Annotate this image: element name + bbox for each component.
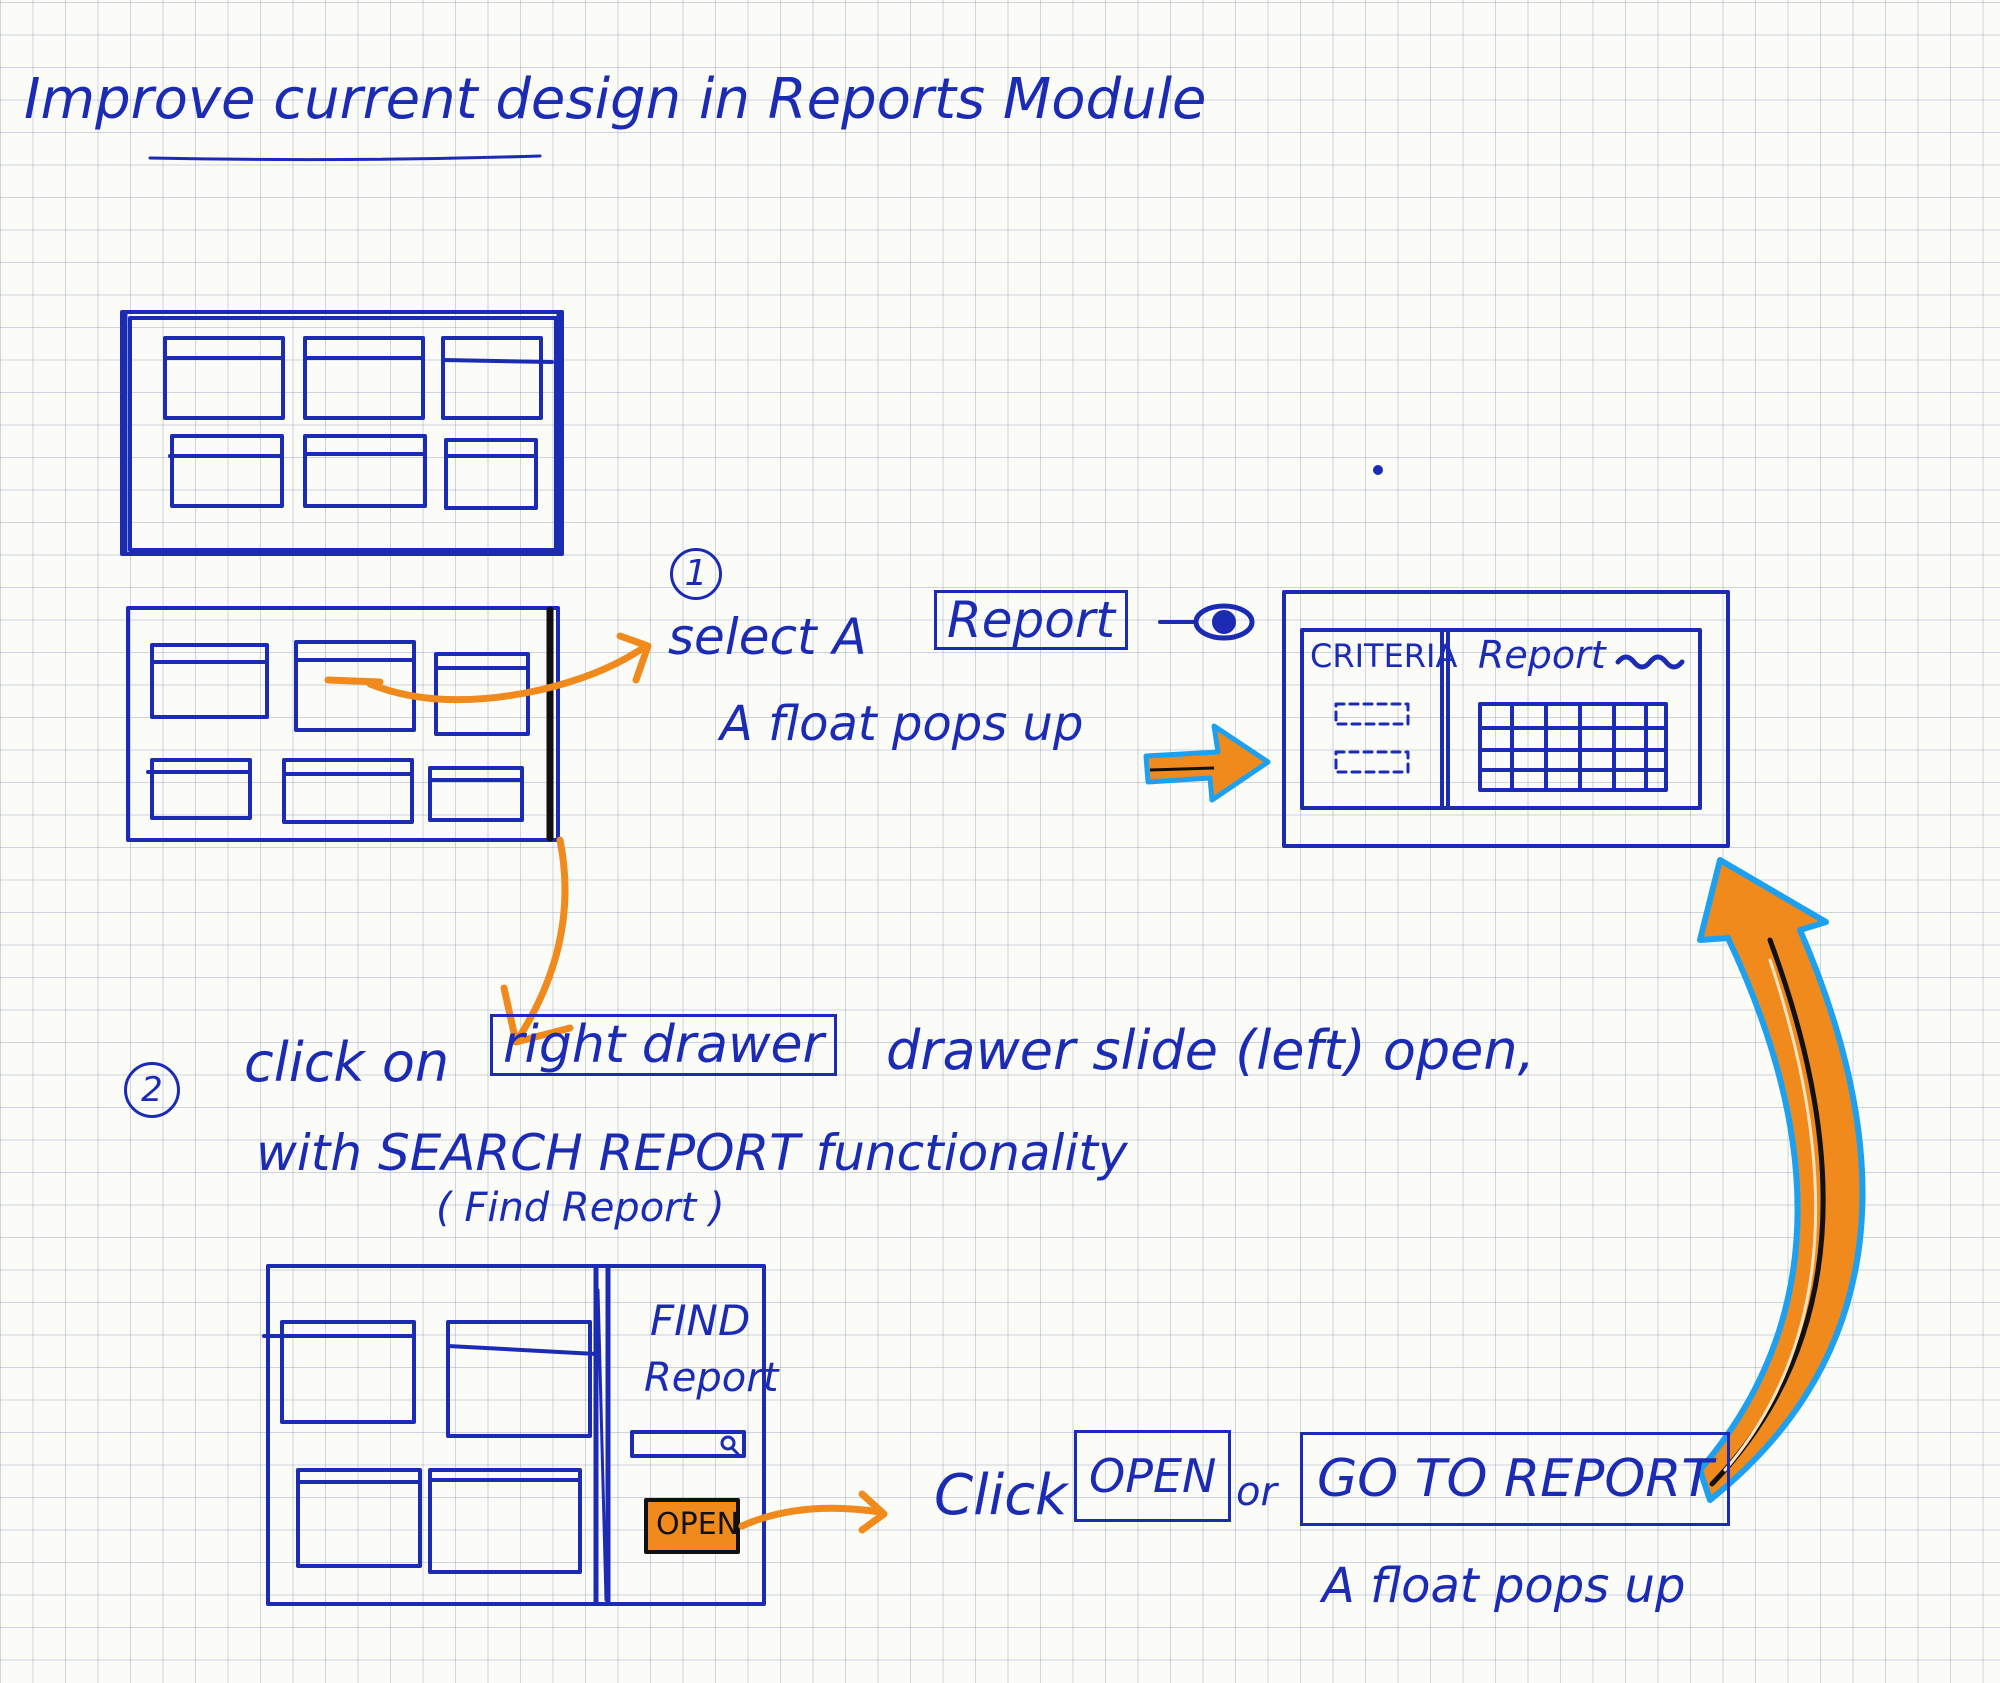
criteria-label: CRITERIA bbox=[1310, 637, 1458, 675]
wireframe-dashboard-drawer bbox=[126, 606, 560, 842]
page-title: Improve current design in Reports Module bbox=[24, 67, 1207, 132]
wireframe-dashboard bbox=[120, 310, 564, 556]
step1-text: select A bbox=[668, 608, 867, 666]
report-pane-label: Report bbox=[1478, 633, 1606, 677]
step3-or: or bbox=[1236, 1469, 1277, 1515]
wireframe-open-drawer bbox=[262, 1264, 766, 1606]
step2-number: 2 bbox=[124, 1062, 180, 1118]
step2-right-drawer-box: right drawer bbox=[490, 1014, 837, 1076]
open-button-shape bbox=[644, 1498, 740, 1554]
step2-text: click on bbox=[244, 1031, 450, 1094]
step1-number: 1 bbox=[670, 548, 722, 600]
step2-line2: with SEARCH REPORT functionality bbox=[256, 1124, 1128, 1182]
step2-line3: ( Find Report ) bbox=[436, 1185, 725, 1231]
step1-subtext: A float pops up bbox=[720, 696, 1084, 752]
step3-open-box: OPEN bbox=[1074, 1430, 1232, 1522]
step3-subtext: A float pops up bbox=[1322, 1558, 1686, 1614]
margin-watermark-text: www.p bbox=[0, 1595, 8, 1672]
wireframe-float-window bbox=[1282, 590, 1730, 848]
step2-text-after: drawer slide (left) open, bbox=[886, 1019, 1535, 1082]
step3-click: Click bbox=[934, 1463, 1068, 1528]
drawer-report-label: Report bbox=[644, 1355, 779, 1401]
step1-report-box: Report bbox=[934, 590, 1128, 650]
step3-goto-report-box: GO TO REPORT bbox=[1300, 1432, 1731, 1526]
drawer-find-label: FIND bbox=[650, 1296, 751, 1345]
drawer-open-button: OPEN bbox=[656, 1507, 740, 1542]
